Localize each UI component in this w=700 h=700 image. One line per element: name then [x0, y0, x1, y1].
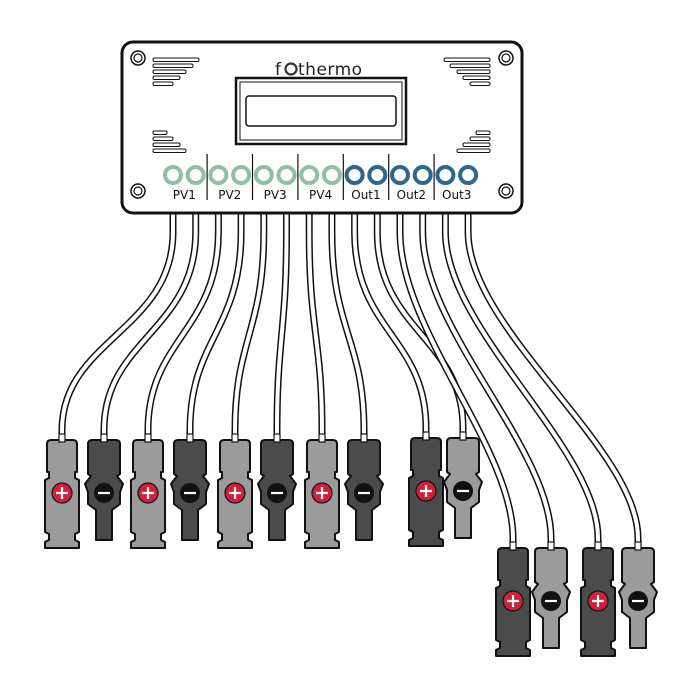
port-label-pv2: PV2 — [218, 188, 241, 202]
cable — [351, 213, 430, 440]
vent-slot — [462, 142, 491, 147]
positive-connector: + — [44, 433, 80, 549]
port-pv4-a — [299, 165, 320, 185]
port-pv3-b — [276, 165, 297, 185]
positive-connector: + — [130, 433, 166, 549]
logo-o-icon — [284, 62, 298, 76]
cable — [441, 213, 602, 550]
vent-slot — [152, 69, 187, 74]
vent-slot — [152, 130, 168, 135]
cable — [144, 213, 222, 442]
vent-slot — [152, 75, 181, 80]
port-pv4-b — [321, 165, 342, 185]
vent-slot — [152, 148, 187, 153]
cable — [186, 213, 245, 442]
screw-icon — [498, 50, 514, 66]
lcd-display — [234, 76, 408, 146]
negative-connector: − — [443, 431, 483, 539]
vent-slot — [469, 81, 491, 86]
cable — [396, 213, 517, 550]
controller-box: f thermo PV1 PV2 PV3 PV4 Out1 Out2 Out3 — [120, 40, 524, 215]
positive-connector: + — [408, 431, 444, 547]
negative-connector: − — [531, 541, 571, 649]
cable — [305, 213, 326, 442]
connectors: +−+−+−+−+−+−+− — [44, 431, 658, 657]
port-out2-a — [390, 165, 410, 185]
vent-slot — [462, 75, 491, 80]
positive-connector: + — [217, 433, 253, 549]
positive-connector: + — [304, 433, 340, 549]
ports: PV1 PV2 PV3 PV4 Out1 Out2 Out3 — [163, 154, 479, 202]
port-pv2-a — [208, 165, 229, 185]
logo-text-left: f — [275, 60, 282, 80]
cable — [373, 213, 467, 440]
port-pv1-a — [163, 165, 183, 185]
vent-slot — [443, 57, 491, 62]
cable — [100, 213, 200, 442]
vent-slot — [449, 63, 491, 68]
port-out1-a — [344, 165, 365, 185]
vent-slot — [152, 57, 200, 62]
negative-connector: − — [170, 433, 210, 541]
vents — [152, 57, 491, 153]
negative-connector: − — [344, 433, 384, 541]
cable — [273, 213, 290, 442]
cable — [58, 213, 177, 442]
screw-icon — [130, 50, 146, 66]
vent-slot — [152, 81, 174, 86]
cables — [58, 213, 642, 550]
cable — [419, 213, 555, 550]
lcd-screen — [245, 95, 397, 127]
screw-icon — [130, 183, 146, 199]
negative-connector: − — [257, 433, 297, 541]
vent-slot — [456, 69, 491, 74]
logo-text-right: thermo — [298, 60, 363, 80]
screw-icon — [498, 183, 514, 199]
port-label-out3: Out3 — [442, 188, 471, 202]
vent-slot — [152, 63, 194, 68]
positive-connector: + — [495, 541, 531, 657]
negative-connector: − — [618, 541, 658, 649]
vent-slot — [152, 136, 174, 141]
vent-slot — [469, 136, 491, 141]
logo: f thermo — [275, 60, 363, 80]
vent-slot — [456, 148, 491, 153]
positive-connector: + — [580, 541, 616, 657]
port-out1-b — [367, 165, 388, 185]
port-label-out1: Out1 — [351, 188, 380, 202]
port-pv3-a — [253, 165, 274, 185]
port-out3-a — [435, 165, 456, 185]
port-out2-b — [412, 165, 433, 185]
negative-connector: − — [84, 433, 124, 541]
cable — [231, 213, 268, 442]
cable — [464, 213, 642, 550]
vent-slot — [152, 142, 181, 147]
screws — [130, 50, 514, 199]
port-label-pv4: PV4 — [309, 188, 332, 202]
port-pv1-b — [185, 165, 206, 185]
port-label-pv3: PV3 — [264, 188, 287, 202]
vent-slot — [475, 130, 491, 135]
port-out3-b — [458, 165, 479, 185]
cable — [328, 213, 368, 442]
port-label-out2: Out2 — [397, 188, 426, 202]
port-label-pv1: PV1 — [173, 188, 196, 202]
port-pv2-b — [231, 165, 252, 185]
